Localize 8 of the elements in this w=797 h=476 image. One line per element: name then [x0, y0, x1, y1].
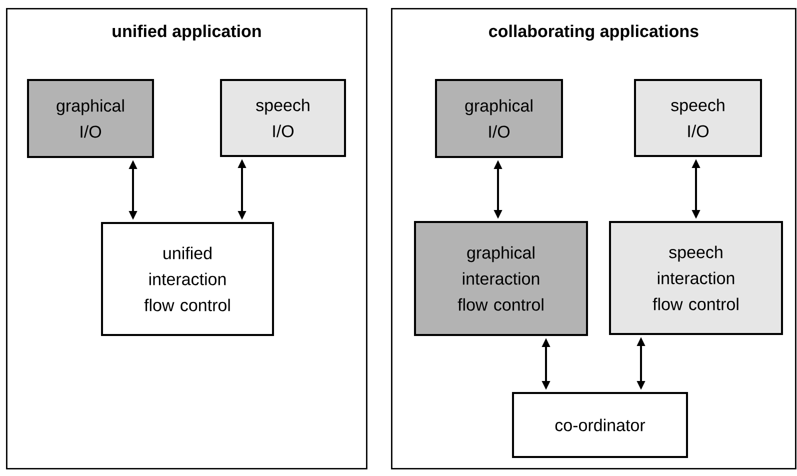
process-box: graphical interaction flow control	[414, 221, 588, 336]
process-box: speech interaction flow control	[609, 221, 783, 335]
process-box: co-ordinator	[512, 392, 688, 458]
process-box: graphical I/O	[27, 79, 154, 158]
process-box: graphical I/O	[435, 79, 563, 158]
process-box: unified interaction flow control	[101, 222, 274, 336]
process-box: speech I/O	[220, 79, 346, 157]
process-box: speech I/O	[634, 79, 762, 157]
